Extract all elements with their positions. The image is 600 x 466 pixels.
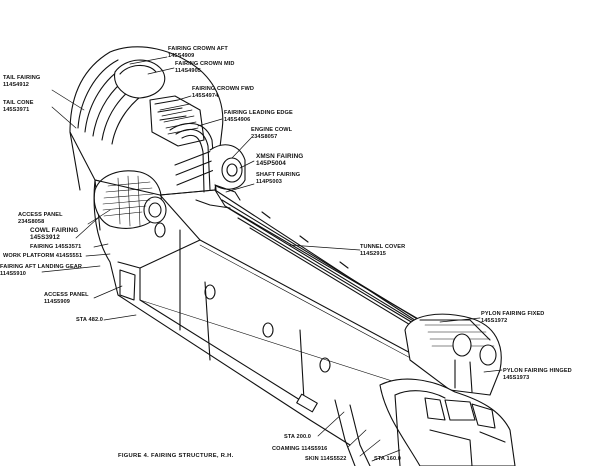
label-fairing-crown-aft: FAIRING CROWN AFT 145S4909 xyxy=(168,46,228,59)
label-xmsn-fairing: XMSN FAIRING 145P5004 xyxy=(256,153,304,168)
label-pylon-fairing-fixed: PYLON FAIRING FIXED 145S1972 xyxy=(481,311,545,324)
label-access-panel-lower: ACCESS PANEL 114S5909 xyxy=(44,292,89,305)
label-tail-fairing: TAIL FAIRING 114S4912 xyxy=(3,75,41,88)
label-sta-482: STA 482.0 xyxy=(76,317,104,323)
label-fairing-crown-mid: FAIRING CROWN MID 114S4905 xyxy=(175,61,235,74)
figure-caption: FIGURE 4. FAIRING STRUCTURE, R.H. xyxy=(118,453,234,459)
label-engine-cowl: ENGINE COWL 234S8057 xyxy=(251,127,293,140)
leader-lines xyxy=(41,56,503,462)
label-shaft-fairing: SHAFT FAIRING 114P5003 xyxy=(256,172,301,185)
engine-assembly xyxy=(93,170,167,229)
label-fairing-leading-edge: FAIRING LEADING EDGE 145S4906 xyxy=(224,110,293,123)
fuselage xyxy=(93,179,471,446)
label-coaming: COAMING 114S5916 xyxy=(272,446,328,452)
label-work-platform: WORK PLATFORM 414S5551 xyxy=(3,253,83,259)
forward-pylon xyxy=(334,313,516,466)
label-fairing-aft-landing-gear: FAIRING AFT LANDING GEAR 114S5910 xyxy=(0,264,83,277)
label-fairing-145s3571: FAIRING 145S3571 xyxy=(30,244,82,250)
label-tunnel-cover: TUNNEL COVER 114S2915 xyxy=(360,244,406,257)
aft-pylon xyxy=(69,46,224,231)
label-sta-200: STA 200.0 xyxy=(284,434,312,440)
label-skin: SKIN 114S5522 xyxy=(305,456,347,462)
label-sta-160: STA 160.0 xyxy=(374,456,402,462)
label-fairing-crown-fwd: FAIRING CROWN FWD 145S4974 xyxy=(192,86,254,99)
label-access-panel-upper: ACCESS PANEL 234S8058 xyxy=(18,212,63,225)
label-tail-cone: TAIL CONE 145S3971 xyxy=(3,100,34,113)
engine-cowl xyxy=(195,144,246,209)
label-cowl-fairing: COWL FAIRING 145S3912 xyxy=(30,227,79,242)
label-pylon-fairing-hinged: PYLON FAIRING HINGED 145S1973 xyxy=(503,368,572,381)
